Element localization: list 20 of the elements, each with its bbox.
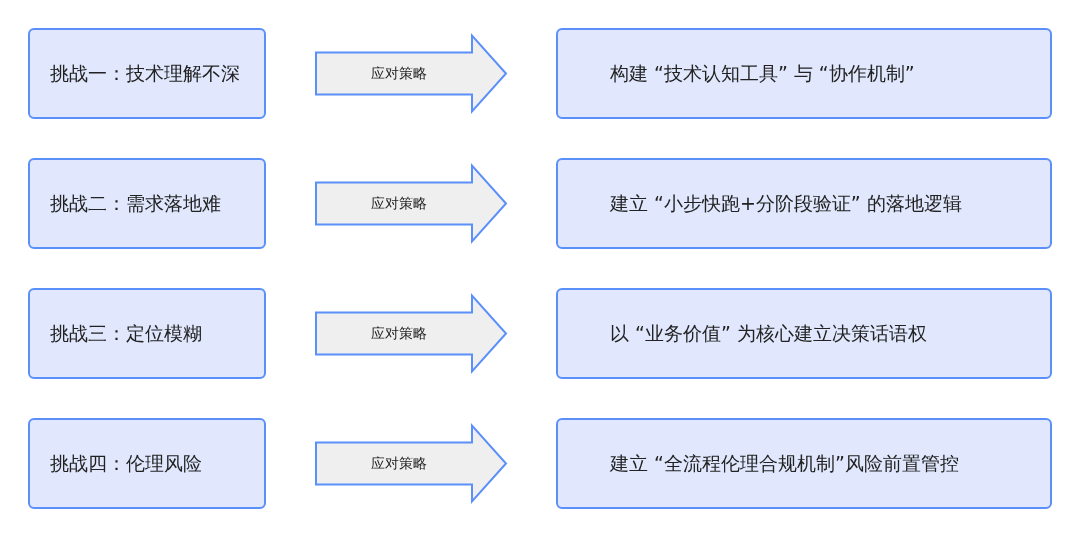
box-text: 建立 “小步快跑+分阶段验证” 的落地逻辑 bbox=[610, 190, 962, 216]
box-text: 挑战四：伦理风险 bbox=[50, 450, 202, 476]
box-text: 挑战一：技术理解不深 bbox=[50, 60, 240, 86]
box-text: 挑战三：定位模糊 bbox=[50, 320, 202, 346]
text-box bbox=[28, 158, 266, 249]
text-box bbox=[28, 288, 266, 379]
box-text: 以 “业务价值” 为核心建立决策话语权 bbox=[610, 320, 927, 346]
block-arrow bbox=[315, 162, 508, 245]
text-box bbox=[28, 28, 266, 119]
block-arrow bbox=[315, 422, 508, 505]
block-arrow bbox=[315, 292, 508, 375]
box-text: 挑战二：需求落地难 bbox=[50, 190, 221, 216]
text-box bbox=[28, 418, 266, 509]
text-box bbox=[556, 158, 1052, 249]
text-box bbox=[556, 288, 1052, 379]
box-text: 建立 “全流程伦理合规机制”风险前置管控 bbox=[610, 450, 959, 476]
text-box bbox=[556, 418, 1052, 509]
text-box bbox=[556, 28, 1052, 119]
block-arrow bbox=[315, 32, 508, 115]
box-text: 构建 “技术认知工具” 与 “协作机制” bbox=[610, 60, 915, 86]
